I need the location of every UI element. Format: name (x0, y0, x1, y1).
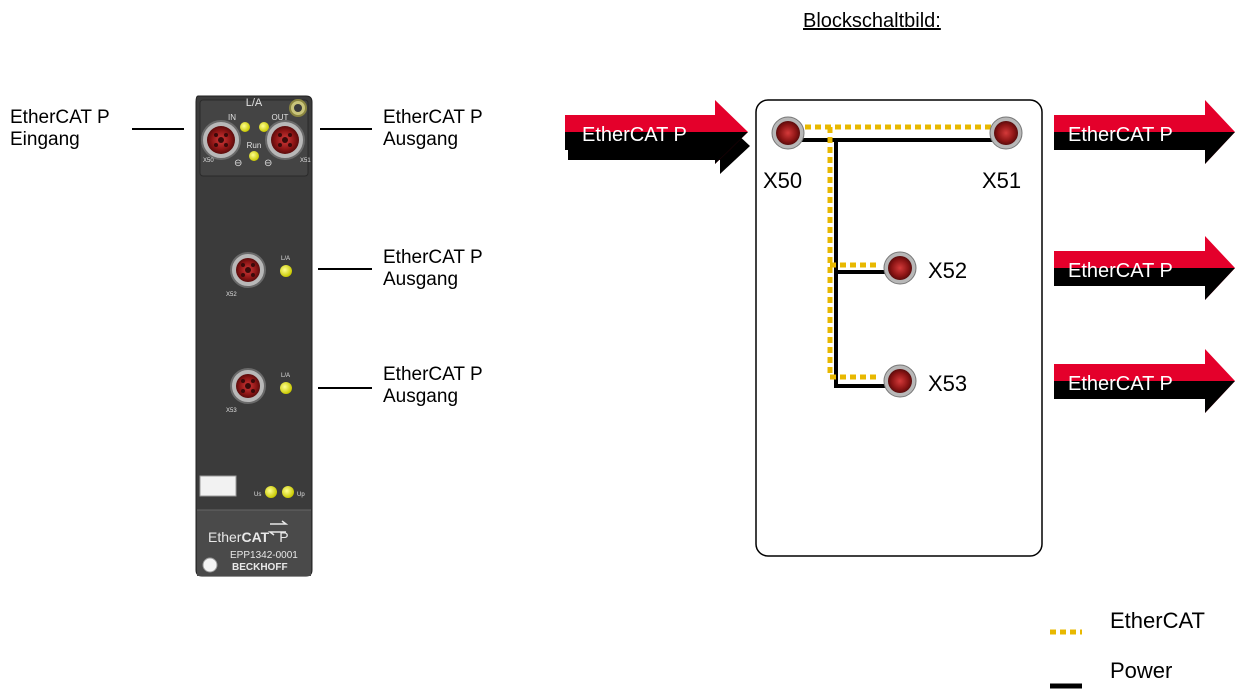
device-x50-label: X50 (203, 158, 214, 164)
device-brand-label: BECKHOFF (232, 562, 288, 573)
block-x50-label: X50 (763, 168, 802, 193)
block-x52-label: X52 (928, 258, 967, 283)
led-run (249, 151, 259, 161)
device-la-x52-label: L/A (281, 256, 290, 262)
label-line1: EtherCAT P (383, 247, 483, 268)
leader-line-output-x53 (318, 387, 372, 389)
block-connector-x50-icon (771, 116, 805, 150)
device-out-label: OUT (272, 113, 289, 122)
label-ethercat-p-output-x51: EtherCAT P Ausgang (383, 107, 483, 151)
label-plate (199, 475, 237, 497)
device-model-label: EPP1342-0001 (230, 550, 298, 561)
ethercat-p-output-arrow-x52: EtherCAT P (1054, 236, 1235, 300)
output-arrow-x52-label: EtherCAT P (1068, 260, 1173, 282)
block-connector-x52-icon (883, 251, 917, 285)
legend-ethercat-label: EtherCAT (1110, 608, 1205, 633)
block-x51-label: X51 (982, 168, 1021, 193)
ground-symbol-left-icon: ⊖ (234, 158, 242, 169)
legend: EtherCAT Power (1050, 608, 1205, 689)
label-line2: Ausgang (383, 129, 459, 150)
label-line2: Eingang (10, 129, 80, 150)
device-run-label: Run (247, 141, 262, 150)
device-la-x53-label: L/A (281, 373, 290, 379)
block-x53-label: X53 (928, 371, 967, 396)
legend-power-label: Power (1110, 658, 1172, 683)
output-arrow-x53-label: EtherCAT P (1068, 373, 1173, 395)
device-us-label: Us (254, 492, 261, 498)
device-x53-label: X53 (226, 408, 237, 414)
device-illustration: L/A IN OUT Run X50 X51 ⊖ ⊖ X52 L/A (195, 95, 313, 577)
input-arrow-label: EtherCAT P (582, 124, 687, 146)
device-block (755, 99, 1043, 557)
label-ethercat-p-input: EtherCAT P Eingang (10, 107, 110, 151)
label-line1: EtherCAT P (383, 364, 483, 385)
led-la-x52 (280, 265, 292, 277)
device-header-label: L/A (246, 97, 263, 109)
logo-cat-text: CAT (241, 529, 269, 545)
device-x51-label: X51 (300, 158, 311, 164)
ethercat-p-output-arrow-x51: EtherCAT P (1054, 100, 1235, 164)
device-x52-label: X52 (226, 292, 237, 298)
ground-symbol-right-icon: ⊖ (264, 158, 272, 169)
leader-line-output-x51 (320, 128, 372, 130)
output-arrow-x51-label: EtherCAT P (1068, 124, 1173, 146)
leader-line-output-x52 (318, 268, 372, 270)
label-line2: Ausgang (383, 269, 459, 290)
leader-line-input (132, 128, 184, 130)
label-line2: Ausgang (383, 386, 459, 407)
led-la-out (259, 122, 269, 132)
block-diagram-title: Blockschaltbild: (803, 10, 941, 32)
label-ethercat-p-output-x52: EtherCAT P Ausgang (383, 247, 483, 291)
connector-x50-icon (201, 120, 241, 160)
label-ethercat-p-output-x53: EtherCAT P Ausgang (383, 364, 483, 408)
label-line1: EtherCAT P (10, 107, 110, 128)
ethercat-p-input-arrow: EtherCAT P (565, 100, 750, 174)
led-up (282, 486, 294, 498)
led-us (265, 486, 277, 498)
logo-p-text: P (279, 529, 288, 545)
label-line1: EtherCAT P (383, 107, 483, 128)
led-la-x53 (280, 382, 292, 394)
led-la-in (240, 122, 250, 132)
block-connector-x53-icon (883, 364, 917, 398)
device-in-label: IN (228, 113, 236, 122)
logo-ether-text: Ether (208, 529, 242, 545)
mounting-hole-bottom-icon (202, 557, 218, 573)
block-diagram: EtherCAT P X50 X51 X52 X53 EtherCAT P Et… (565, 99, 1235, 689)
ethercat-p-output-arrow-x53: EtherCAT P (1054, 349, 1235, 413)
connector-x52-icon (230, 252, 266, 288)
connector-x53-icon (230, 368, 266, 404)
device-up-label: Up (297, 492, 305, 498)
logo-ethercat-p: EtherCAT P (208, 529, 289, 545)
logo-arrow-icon (267, 520, 289, 536)
block-connector-x51-icon (989, 116, 1023, 150)
connector-x51-icon (265, 120, 305, 160)
